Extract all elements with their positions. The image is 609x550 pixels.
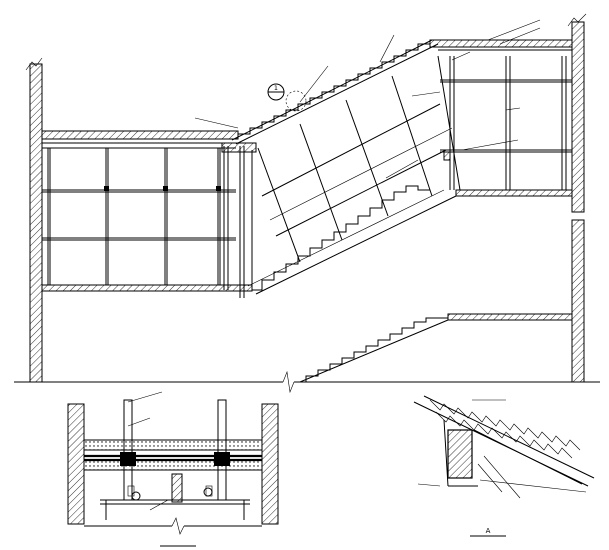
upper-right-slab <box>429 39 573 51</box>
detail-a-title: A <box>486 527 491 535</box>
detail-1-section <box>67 391 279 547</box>
ground-line <box>14 370 600 394</box>
landing-posts <box>221 142 257 298</box>
left-scaffold-grid <box>42 147 236 285</box>
left-lower-slab <box>41 284 253 292</box>
leader-lines <box>194 19 541 179</box>
section-marker: 1 <box>267 83 307 112</box>
right-scaffold-grid <box>440 56 572 190</box>
lower-stair-flight <box>247 185 457 295</box>
bottom-stair-flight <box>299 317 449 383</box>
left-slab <box>41 130 240 144</box>
section-marker-number: 1 <box>274 84 278 92</box>
lower-right-slab <box>447 313 573 321</box>
inclined-formwork-grid <box>257 55 461 263</box>
left-wall <box>25 57 43 383</box>
main-elevation: 1 <box>14 13 600 394</box>
upper-stair-flight <box>231 39 439 145</box>
right-wall <box>567 13 587 383</box>
detail-a-section: A <box>413 395 595 537</box>
right-landing-slab <box>455 189 573 197</box>
